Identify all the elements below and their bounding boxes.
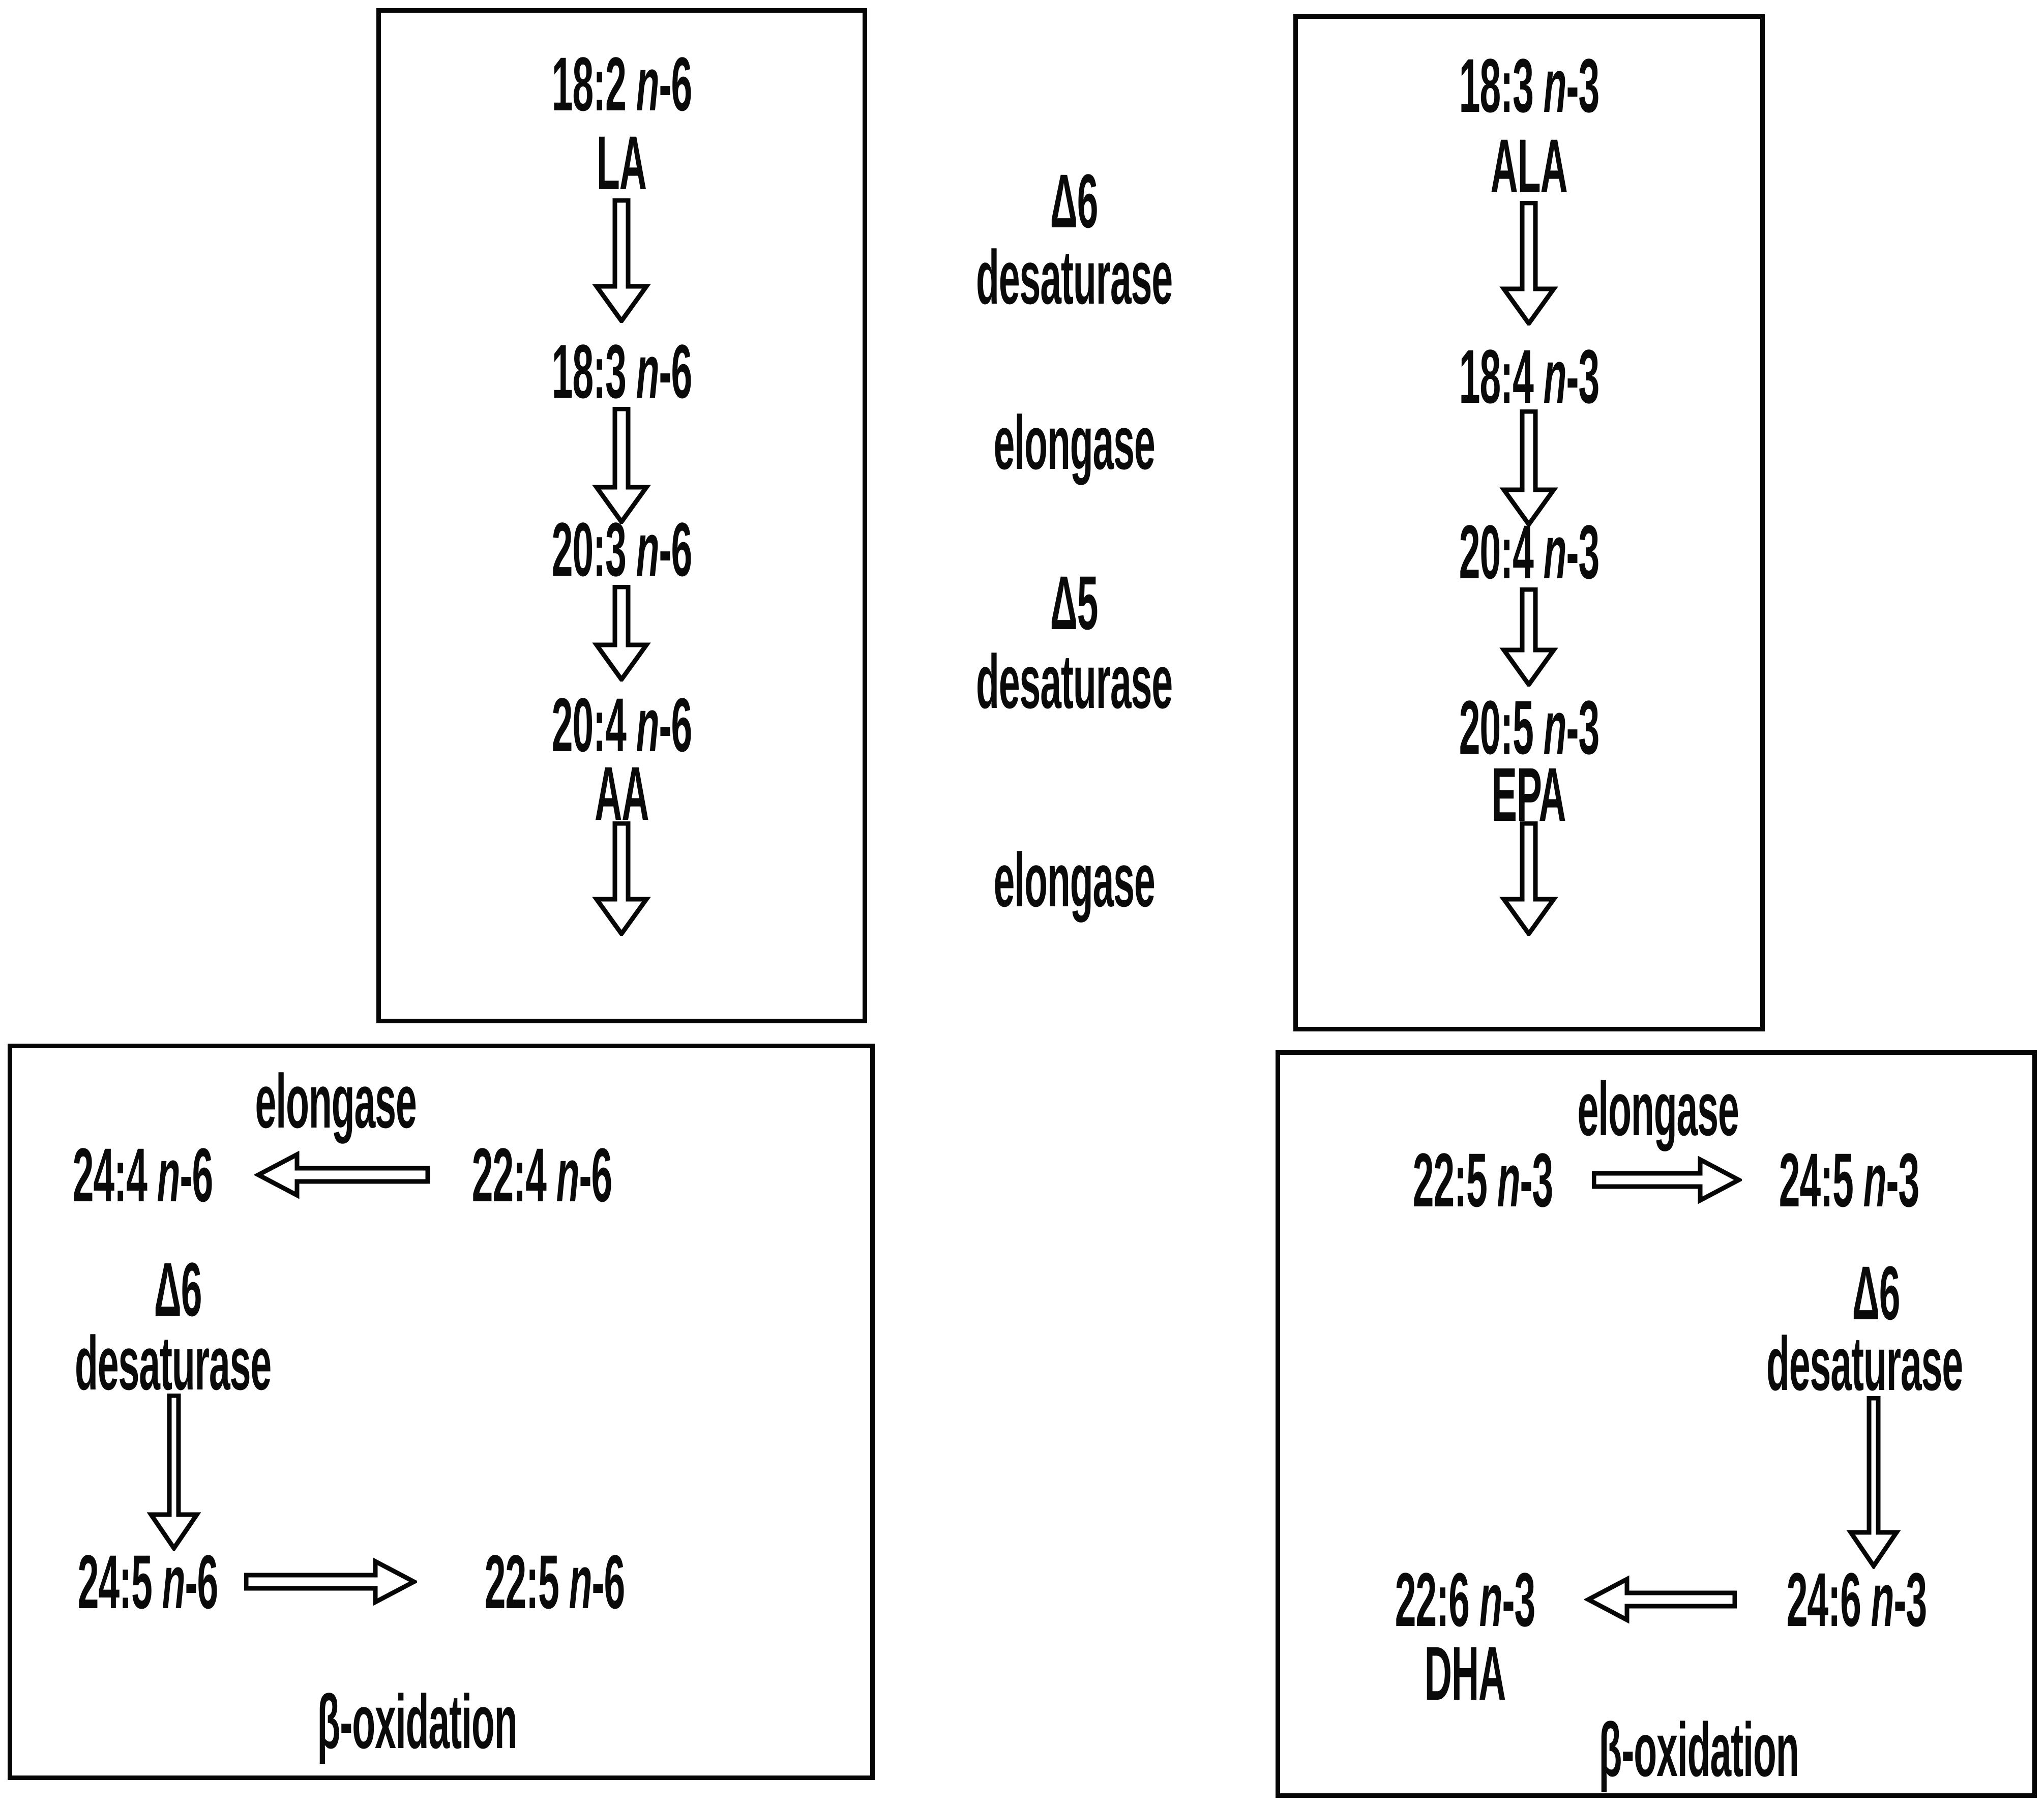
fa-ratio: 24:4 <box>72 1132 157 1218</box>
fa-omega: -6 <box>659 329 692 414</box>
abbr-label: LA <box>597 120 647 205</box>
fatty-acid-label: 22:4 n-6 <box>471 1137 612 1213</box>
down-arrow-icon <box>1499 409 1558 526</box>
fatty-acid-label: 18:3 n-3 <box>1459 47 1599 124</box>
fa-n: n <box>1543 43 1566 128</box>
enzyme-label: elongase <box>993 400 1155 485</box>
enzyme-label: elongase <box>1577 1066 1739 1151</box>
enzyme-label: desaturase <box>975 639 1173 724</box>
fatty-acid-label: 18:2 n-6 <box>551 46 692 122</box>
fa-omega: -6 <box>659 41 692 127</box>
fa-n: n <box>1543 334 1566 419</box>
fa-n: n <box>569 1539 592 1624</box>
fa-n: n <box>162 1539 185 1624</box>
fa-n: n <box>636 329 659 414</box>
right-arrow-icon <box>1592 1156 1742 1204</box>
fa-n: n <box>1543 509 1566 595</box>
fa-ratio: 20:3 <box>551 507 636 592</box>
fa-omega: -6 <box>591 1539 625 1624</box>
fa-omega: -6 <box>185 1539 218 1624</box>
fatty-acid-label: 20:3 n-6 <box>551 511 692 587</box>
left-arrow-icon <box>1584 1575 1737 1624</box>
fa-n: n <box>1497 1137 1520 1223</box>
fa-omega: -6 <box>579 1132 612 1218</box>
abbr-label: DHA <box>1424 1631 1505 1716</box>
fatty-acid-label: 20:4 n-6 <box>551 687 692 763</box>
fa-omega: -3 <box>1520 1137 1553 1223</box>
fa-omega: -3 <box>1566 509 1599 595</box>
process-label: β-oxidation <box>317 1679 517 1764</box>
fa-ratio: 18:4 <box>1459 334 1544 419</box>
fatty-acid-label: 20:4 n-3 <box>1459 514 1599 590</box>
down-arrow-icon <box>592 407 651 524</box>
fa-n: n <box>636 41 659 127</box>
fa-omega: -6 <box>659 507 692 592</box>
fa-omega: -3 <box>1502 1557 1535 1642</box>
fa-omega: -6 <box>659 682 692 767</box>
fa-ratio: 20:5 <box>1459 685 1544 770</box>
enzyme-label: elongase <box>255 1058 417 1144</box>
down-arrow-icon <box>1499 587 1558 687</box>
n6-lower-box <box>8 1044 875 1780</box>
fa-ratio: 24:5 <box>1779 1137 1863 1223</box>
down-arrow-icon <box>146 1394 201 1551</box>
fatty-acid-label: 24:5 n-6 <box>77 1544 218 1620</box>
fa-ratio: 18:3 <box>551 329 636 414</box>
down-arrow-icon <box>592 198 651 323</box>
abbr-label: ALA <box>1490 123 1567 209</box>
abbr-label: EPA <box>1492 752 1566 837</box>
fa-n: n <box>157 1132 180 1218</box>
fa-n: n <box>636 682 659 767</box>
fatty-acid-label: 22:5 n-3 <box>1412 1142 1553 1218</box>
fa-n: n <box>1871 1557 1894 1642</box>
fatty-acid-label: 24:4 n-6 <box>72 1137 213 1213</box>
abbr-label: AA <box>594 751 649 836</box>
enzyme-label: Δ6 <box>1050 158 1099 244</box>
fa-omega: -3 <box>1566 334 1599 419</box>
fa-n: n <box>556 1132 579 1218</box>
fa-ratio: 22:4 <box>471 1132 556 1218</box>
enzyme-label: elongase <box>993 837 1155 923</box>
fa-omega: -3 <box>1893 1557 1927 1642</box>
left-arrow-icon <box>254 1150 430 1199</box>
down-arrow-icon <box>1499 821 1558 936</box>
enzyme-label: Δ5 <box>1050 560 1099 645</box>
fa-ratio: 22:5 <box>484 1539 569 1624</box>
down-arrow-icon <box>592 585 651 682</box>
enzyme-label: desaturase <box>1766 1321 1963 1406</box>
fa-ratio: 24:6 <box>1786 1557 1871 1642</box>
fa-omega: -6 <box>180 1132 213 1218</box>
fa-n: n <box>1543 685 1566 770</box>
fa-ratio: 20:4 <box>1459 509 1544 595</box>
fa-ratio: 22:5 <box>1412 1137 1497 1223</box>
enzyme-label: desaturase <box>975 234 1173 320</box>
fatty-acid-label: 18:4 n-3 <box>1459 338 1599 415</box>
fa-omega: -3 <box>1886 1137 1919 1223</box>
fatty-acid-label: 20:5 n-3 <box>1459 689 1599 765</box>
down-arrow-icon <box>1846 1396 1901 1569</box>
fatty-acid-label: 18:3 n-6 <box>551 333 692 409</box>
fa-n: n <box>636 507 659 592</box>
fa-omega: -3 <box>1566 43 1599 128</box>
fa-n: n <box>1863 1137 1886 1223</box>
fa-ratio: 24:5 <box>77 1539 162 1624</box>
fatty-acid-label: 22:5 n-6 <box>484 1544 625 1620</box>
process-label: β-oxidation <box>1598 1707 1799 1792</box>
fa-ratio: 18:3 <box>1459 43 1544 128</box>
enzyme-label: desaturase <box>74 1320 272 1406</box>
fa-omega: -3 <box>1566 685 1599 770</box>
down-arrow-icon <box>592 821 651 936</box>
fatty-acid-label: 24:5 n-3 <box>1779 1142 1919 1218</box>
enzyme-label: Δ6 <box>1852 1250 1901 1336</box>
fa-n: n <box>1479 1557 1502 1642</box>
fatty-acid-label: 22:6 n-3 <box>1395 1561 1535 1638</box>
fatty-acid-label: 24:6 n-3 <box>1786 1561 1927 1638</box>
fa-ratio: 20:4 <box>551 682 636 767</box>
right-arrow-icon <box>244 1557 417 1606</box>
fa-ratio: 22:6 <box>1395 1557 1479 1642</box>
down-arrow-icon <box>1499 201 1558 326</box>
fa-ratio: 18:2 <box>551 41 636 127</box>
enzyme-label: Δ6 <box>154 1247 202 1332</box>
